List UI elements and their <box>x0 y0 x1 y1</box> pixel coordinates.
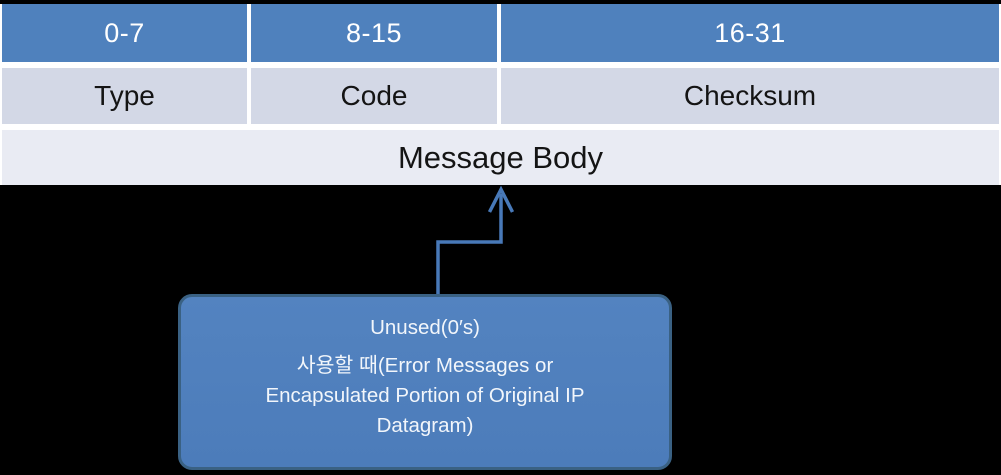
note-box-description: 사용할 때(Error Messages or Encapsulated Por… <box>265 354 585 437</box>
note-box: Unused(0′s) 사용할 때(Error Messages or Enca… <box>178 294 672 470</box>
note-box-title: Unused(0′s) <box>370 316 480 339</box>
packet-structure-table: 0-7 8-15 16-31 Type Code Checksum Messag… <box>0 4 1001 185</box>
bit-range-cell-8-15: 8-15 <box>251 4 497 62</box>
bit-range-cell-0-7: 0-7 <box>2 4 247 62</box>
arrow-shaft <box>436 194 503 296</box>
arrow-head-icon <box>487 185 515 213</box>
bit-range-cell-16-31: 16-31 <box>501 4 999 62</box>
code-field-cell: Code <box>251 68 497 124</box>
checksum-field-cell: Checksum <box>501 68 999 124</box>
type-field-cell: Type <box>2 68 247 124</box>
message-body-cell: Message Body <box>2 130 999 185</box>
